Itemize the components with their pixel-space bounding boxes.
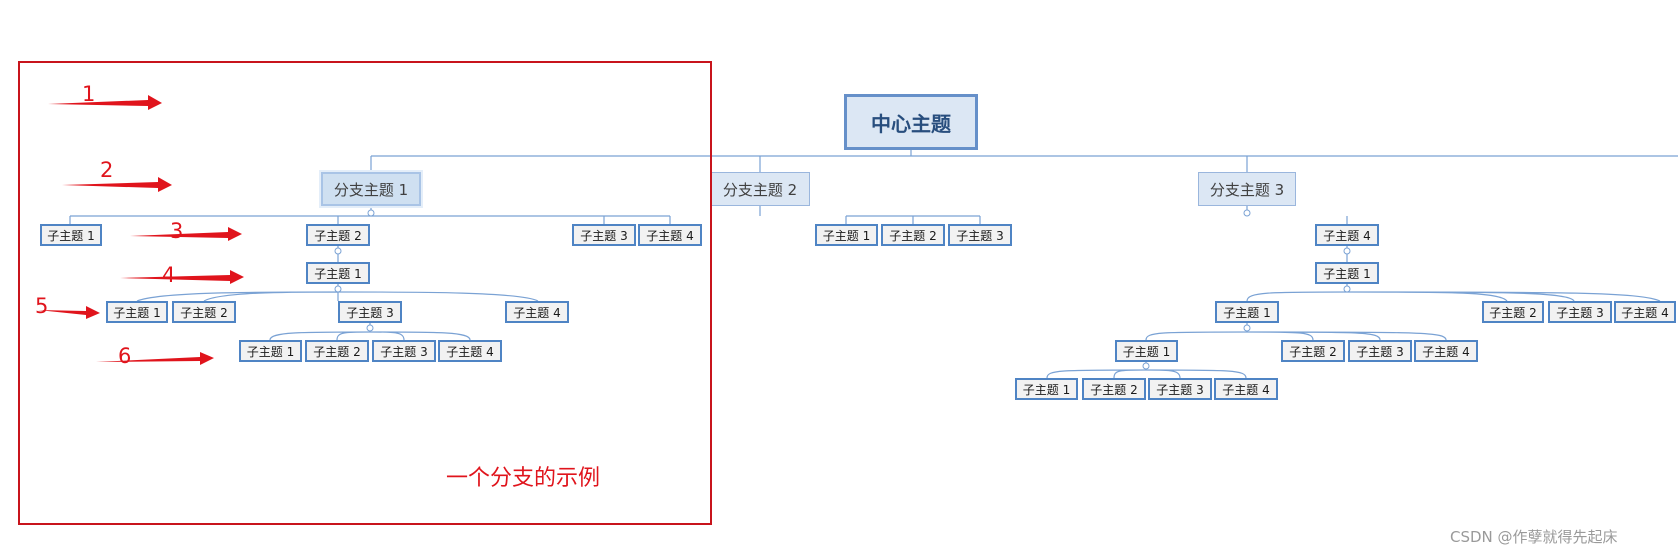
- example-branch-frame: [18, 61, 712, 525]
- b3-s4-child-1[interactable]: 子主题 1: [1315, 262, 1379, 284]
- level-number-2: 2: [100, 158, 114, 182]
- b1-level6-topic-1[interactable]: 子主题 1: [239, 340, 302, 362]
- b3-level7-topic-3[interactable]: 子主题 3: [1148, 378, 1212, 400]
- arrow-icon-4: [120, 270, 244, 284]
- b3-level5-topic-4[interactable]: 子主题 4: [1614, 301, 1676, 323]
- b1-level5-topic-4[interactable]: 子主题 4: [505, 301, 569, 323]
- arrow-icon-1: [48, 95, 162, 110]
- example-caption: 一个分支的示例: [446, 466, 601, 491]
- b1-subtopic-3[interactable]: 子主题 3: [572, 224, 636, 246]
- b3-level6-topic-3[interactable]: 子主题 3: [1348, 340, 1412, 362]
- b1-level5-topic-3[interactable]: 子主题 3: [338, 301, 402, 323]
- b1-level5-topic-1[interactable]: 子主题 1: [106, 301, 168, 323]
- b1-level6-topic-4[interactable]: 子主题 4: [438, 340, 502, 362]
- b1-level6-topic-2[interactable]: 子主题 2: [305, 340, 369, 362]
- b3-level5-topic-2[interactable]: 子主题 2: [1482, 301, 1544, 323]
- central-topic[interactable]: 中心主题: [844, 94, 978, 150]
- arrow-icon-3: [130, 227, 242, 241]
- arrow-icon-6: [96, 352, 214, 365]
- b1-s2-child-1[interactable]: 子主题 1: [306, 262, 370, 284]
- arrow-icon-5: [38, 306, 100, 319]
- b2-subtopic-2[interactable]: 子主题 2: [881, 224, 945, 246]
- b3-level6-topic-2[interactable]: 子主题 2: [1281, 340, 1345, 362]
- level-arrows: [38, 95, 244, 365]
- level-number-1: 1: [82, 82, 96, 106]
- arrow-icon-2: [62, 177, 172, 192]
- b1-level6-topic-3[interactable]: 子主题 3: [372, 340, 436, 362]
- b2-subtopic-1[interactable]: 子主题 1: [815, 224, 878, 246]
- branch-topic-1[interactable]: 分支主题 1: [321, 172, 421, 206]
- level-number-5: 5: [35, 294, 49, 318]
- b3-level7-topic-1[interactable]: 子主题 1: [1015, 378, 1078, 400]
- b3-level7-topic-4[interactable]: 子主题 4: [1214, 378, 1278, 400]
- b1-subtopic-4[interactable]: 子主题 4: [638, 224, 702, 246]
- b3-level6-topic-4[interactable]: 子主题 4: [1414, 340, 1478, 362]
- b3-level5-topic-3[interactable]: 子主题 3: [1548, 301, 1612, 323]
- branch-topic-3[interactable]: 分支主题 3: [1198, 172, 1296, 206]
- watermark: CSDN @作孽就得先起床: [1450, 528, 1618, 546]
- b3-subtopic-4[interactable]: 子主题 4: [1315, 224, 1379, 246]
- b1-level5-topic-2[interactable]: 子主题 2: [172, 301, 236, 323]
- b1-subtopic-1[interactable]: 子主题 1: [40, 224, 102, 246]
- branch-topic-2[interactable]: 分支主题 2: [710, 172, 810, 206]
- level-number-4: 4: [162, 263, 176, 287]
- b3-level5-topic-1[interactable]: 子主题 1: [1215, 301, 1279, 323]
- b3-level6-topic-1[interactable]: 子主题 1: [1115, 340, 1178, 362]
- b3-level7-topic-2[interactable]: 子主题 2: [1082, 378, 1146, 400]
- b1-subtopic-2[interactable]: 子主题 2: [306, 224, 370, 246]
- b2-subtopic-3[interactable]: 子主题 3: [948, 224, 1012, 246]
